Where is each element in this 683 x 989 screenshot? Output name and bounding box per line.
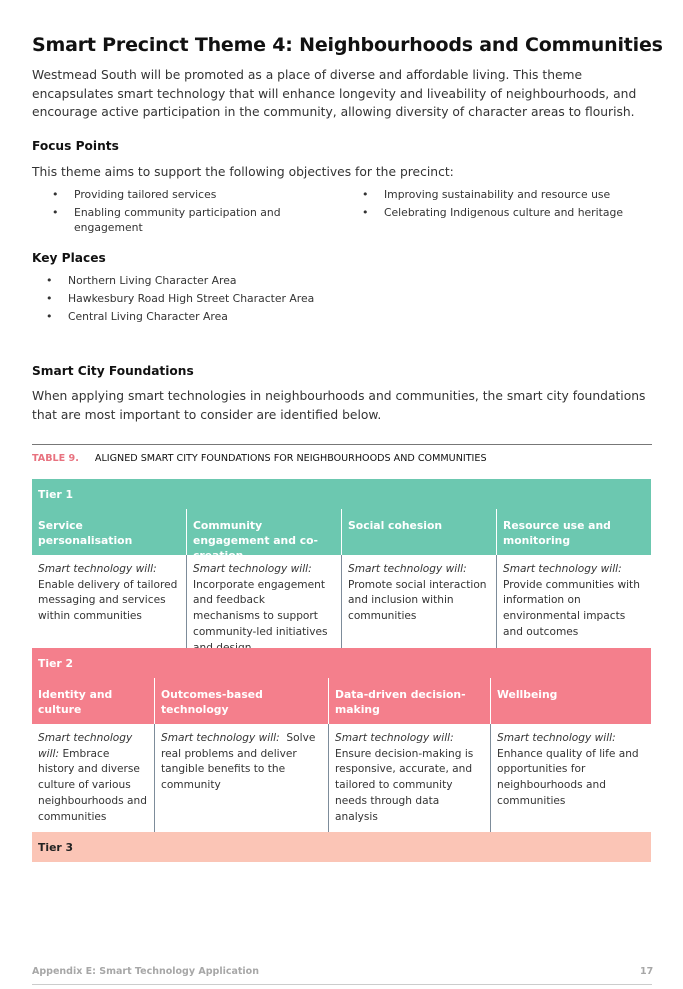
cell-text: Ensure decision-making is responsive, ac… [335,747,474,823]
list-item: Celebrating Indigenous culture and herit… [362,205,652,220]
list-item: Central Living Character Area [46,309,446,324]
tier1-label: Tier 1 [32,479,651,509]
cell-text: Enable delivery of tailored messaging an… [38,578,178,623]
list-item: Improving sustainability and resource us… [362,187,652,202]
cell-lead: Smart technology will: [503,563,622,575]
table-caption: TABLE 9. ALIGNED SMART CITY FOUNDATIONS F… [32,453,487,464]
tier2-header: Outcomes-based technology [155,678,329,724]
page-title: Smart Precinct Theme 4: Neighbourhoods a… [32,34,663,56]
tier1-header: Community engagement and co-creation [187,509,342,562]
table-caption-number: TABLE 9. [32,453,79,464]
cell-text: Provide communities with information on … [503,578,640,638]
tier3-label: Tier 3 [32,832,651,862]
cell-text: Incorporate engagement and feedback mech… [193,578,328,654]
tier1-body-row: Smart technology will: Enable delivery of… [32,555,651,654]
key-places-heading: Key Places [32,251,106,265]
tier2-cell: Smart technology will: Embrace history a… [32,724,155,832]
focus-points-list-right: Improving sustainability and resource us… [362,187,652,223]
tier1-cell: Smart technology will: Promote social int… [342,555,497,648]
cell-lead: Smart technology will: [335,732,454,744]
tier1-cell: Smart technology will: Incorporate engage… [187,555,342,654]
focus-points-lead: This theme aims to support the following… [32,165,454,179]
cell-lead: Smart technology will: [348,563,467,575]
footer-section-label: Appendix E: Smart Technology Application [32,966,259,977]
cell-lead: Smart technology will: [38,732,133,760]
tier2-cell: Smart technology will: Enhance quality of… [491,724,651,832]
page-number: 17 [640,966,654,977]
cell-text: Solve real problems and deliver tangible… [161,732,316,792]
table-top-rule [32,444,652,445]
tier2-header: Data-driven decision-making [329,678,491,724]
cell-text: Promote social interaction and inclusion… [348,578,487,623]
intro-paragraph: Westmead South will be promoted as a pla… [32,68,637,119]
key-places-list: Northern Living Character Area Hawkesbur… [46,273,446,327]
list-item: Enabling community participation and eng… [52,205,302,235]
focus-points-list-left: Providing tailored services Enabling com… [52,187,302,238]
focus-points-heading: Focus Points [32,139,119,153]
foundations-heading: Smart City Foundations [32,364,194,378]
tier1-cell: Smart technology will: Enable delivery of… [32,555,187,648]
tier1-header: Service personalisation [32,509,187,555]
tier2-cell: Smart technology will: Solve real proble… [155,724,329,832]
cell-text: Enhance quality of life and opportunitie… [497,747,639,807]
tier2-header: Wellbeing [497,688,558,701]
table-caption-text: ALIGNED SMART CITY FOUNDATIONS FOR NEIGH… [94,453,487,464]
list-item: Northern Living Character Area [46,273,446,288]
tier2-header: Identity and culture [32,678,155,724]
foundations-text: When applying smart technologies in neig… [32,389,646,422]
cell-lead: Smart technology will: [193,563,312,575]
tier2-body-row: Smart technology will: Embrace history a… [32,724,651,832]
cell-lead: Smart technology will: [38,563,157,575]
cell-lead: Smart technology will: [161,732,280,744]
tier2-header-row: Identity and culture Outcomes-based tech… [32,678,651,724]
tier2-cell: Smart technology will: Ensure decision-ma… [329,724,491,832]
tier1-header: Social cohesion [342,509,497,555]
tier1-header: Resource use and monitoring [503,519,611,547]
cell-lead: Smart technology will: [497,732,616,744]
tier1-header-row: Service personalisation Community engage… [32,509,651,562]
list-item: Providing tailored services [52,187,302,202]
list-item: Hawkesbury Road High Street Character Ar… [46,291,446,306]
tier2-label: Tier 2 [32,648,651,678]
cell-text: Embrace history and diverse culture of v… [38,747,147,823]
tier1-cell: Smart technology will: Provide communitie… [497,555,651,648]
footer-rule [32,984,652,985]
